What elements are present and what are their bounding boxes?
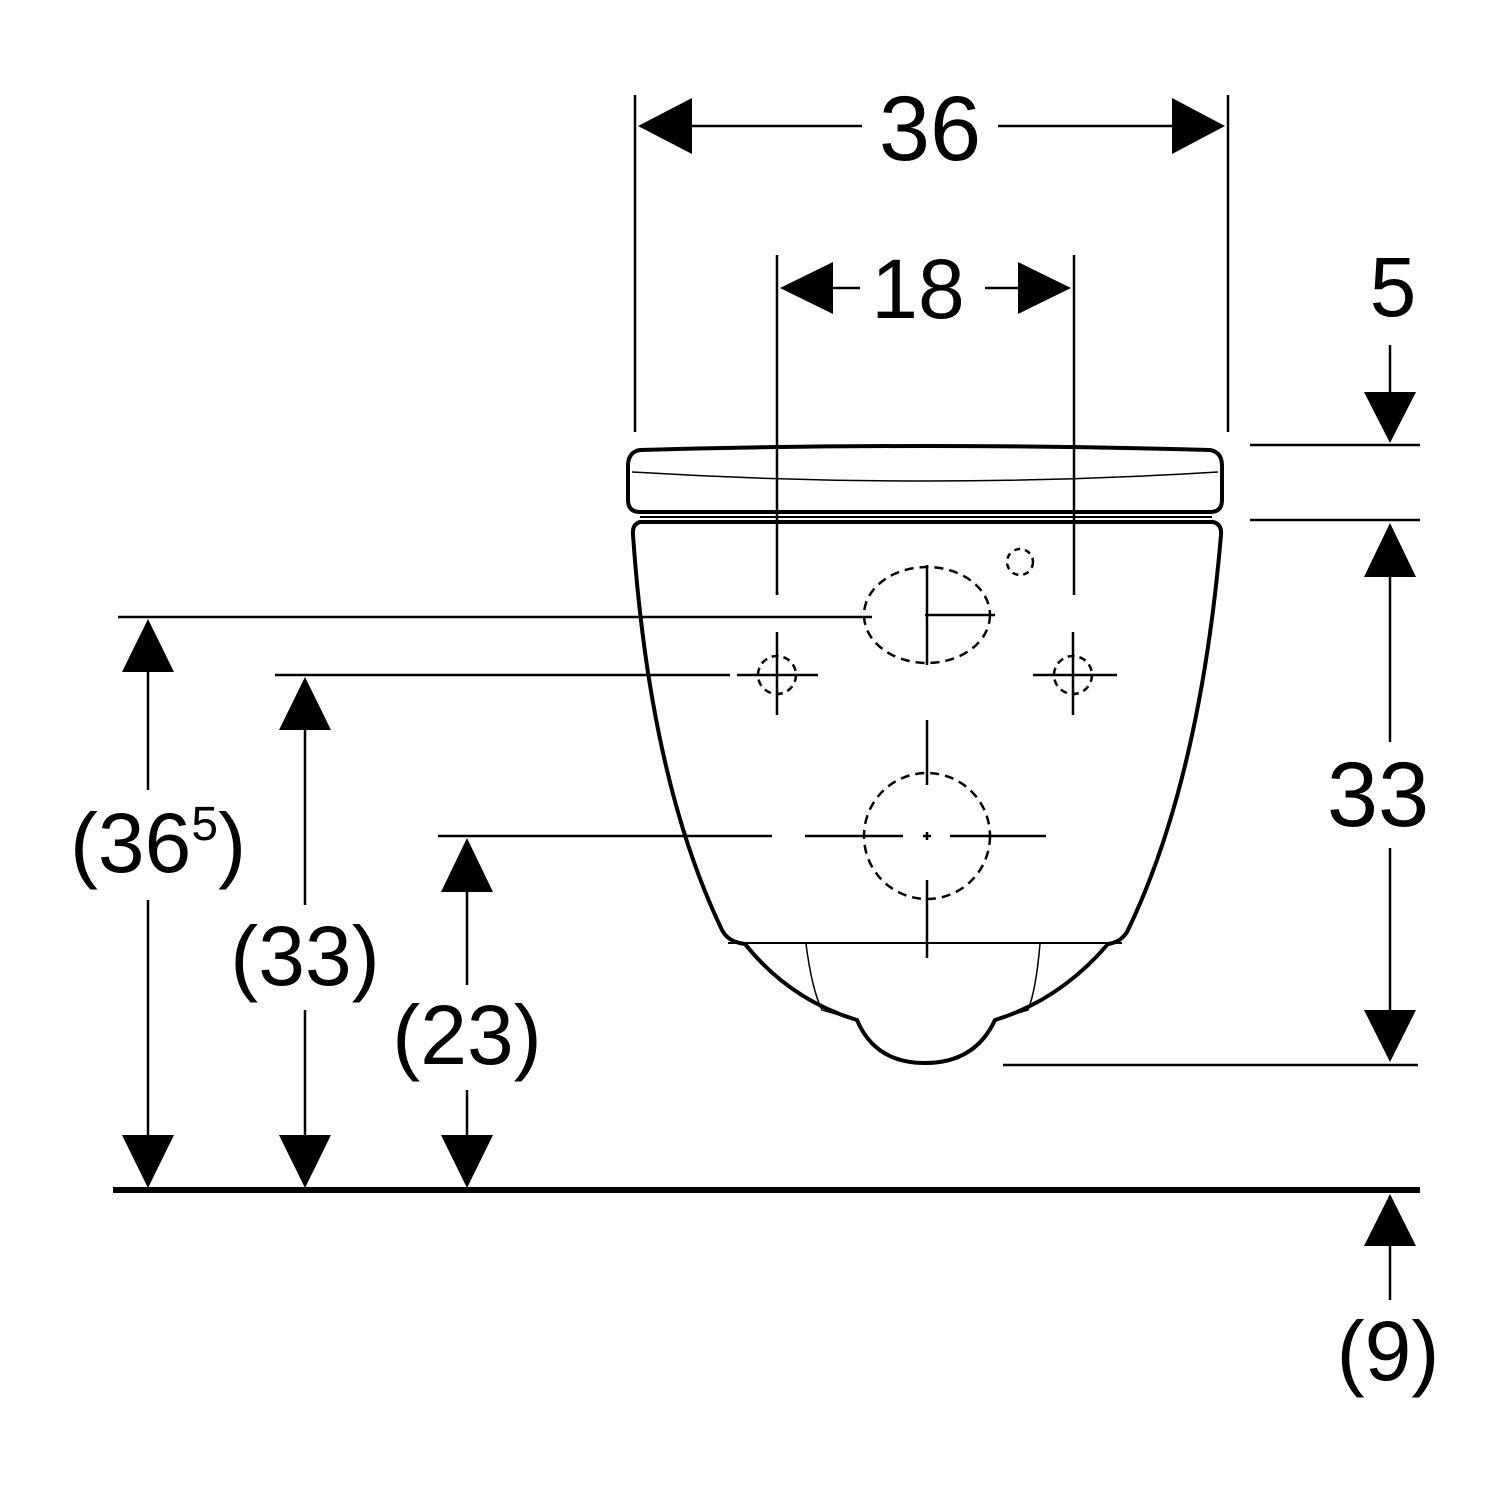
seat-line <box>631 471 1219 482</box>
dimension-supply-36-5: (365) <box>70 613 995 1188</box>
label-33: 33 <box>1327 744 1429 846</box>
label-5: 5 <box>1370 240 1417 334</box>
toilet-outline <box>626 444 1224 1066</box>
label-36: 36 <box>879 78 981 180</box>
label-36-5: (365) <box>70 796 246 890</box>
dimension-drain-23: (23) <box>392 834 772 1188</box>
label-33-bolt: (33) <box>230 909 379 1003</box>
seat-lid <box>626 444 1224 514</box>
label-9: (9) <box>1337 1304 1440 1398</box>
dimension-bolt-height-33: (33) <box>230 673 730 1188</box>
dimension-seat-5: 5 <box>1250 240 1420 522</box>
label-18: 18 <box>871 242 964 336</box>
bowl-rim-right <box>994 943 1041 1021</box>
dimension-width-36: 36 <box>633 78 1230 432</box>
dimension-floor-9: (9) <box>1337 1194 1440 1398</box>
small-port-circle <box>1005 547 1035 577</box>
connection-points <box>737 547 1117 958</box>
label-23: (23) <box>392 988 541 1082</box>
dimension-bolt-spacing-18: 18 <box>775 242 1076 595</box>
bowl-body <box>630 520 1224 1066</box>
dimension-bowl-33: 33 <box>1003 523 1429 1067</box>
bowl-rim-left <box>805 943 858 1021</box>
